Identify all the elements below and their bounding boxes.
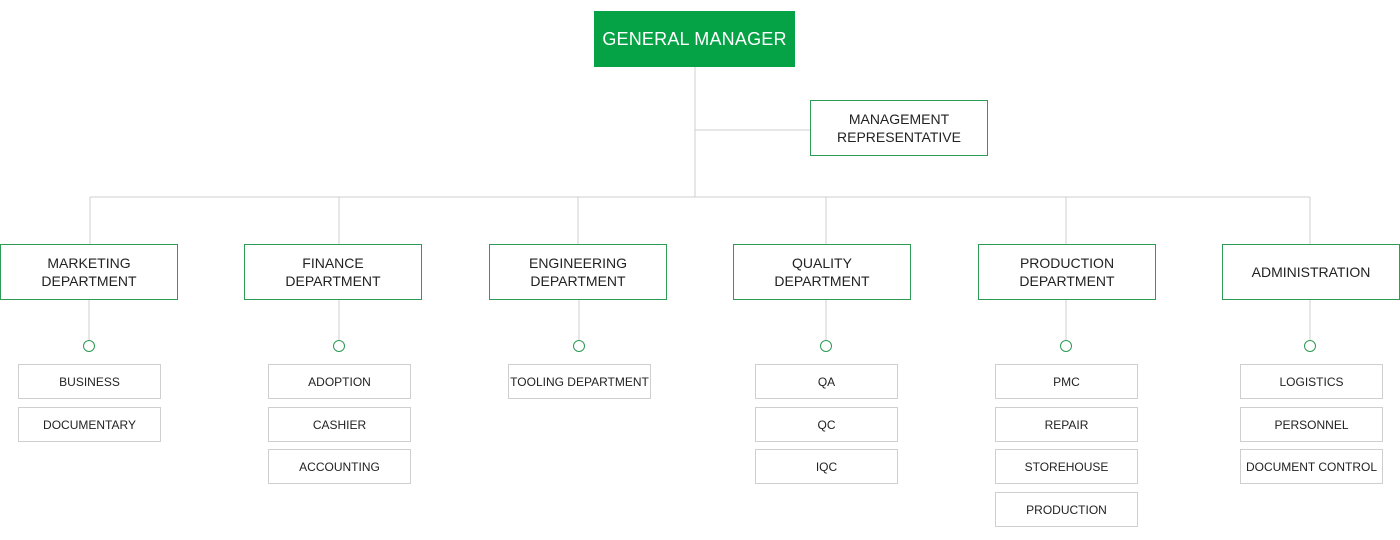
subunit-box: PERSONNEL (1240, 407, 1383, 442)
management-representative-label-line1: MANAGEMENT (848, 111, 950, 127)
subunit-box: DOCUMENTARY (18, 407, 161, 442)
subunit-label: PRODUCTION (1026, 502, 1107, 517)
department-label-line1: PRODUCTION (1019, 255, 1115, 271)
department-label-line1: FINANCE (302, 255, 364, 271)
department-node-quality: QUALITY DEPARTMENT (733, 244, 911, 300)
subunit-box: IQC (755, 449, 898, 484)
general-manager-label: GENERAL MANAGER (602, 28, 787, 49)
department-node-finance: FINANCE DEPARTMENT (244, 244, 422, 300)
subunit-label: ADOPTION (308, 374, 371, 389)
management-representative-node: MANAGEMENT REPRESENTATIVE (810, 100, 988, 156)
subunit-label: REPAIR (1044, 417, 1089, 432)
subunit-label: PERSONNEL (1274, 417, 1349, 432)
subunit-label: CASHIER (312, 417, 367, 432)
department-label-line1: ADMINISTRATION (1251, 264, 1371, 280)
connector-node-circle (83, 340, 95, 352)
department-node-engineering: ENGINEERING DEPARTMENT (489, 244, 667, 300)
department-label-line2: DEPARTMENT (530, 273, 626, 289)
subunit-box: TOOLING DEPARTMENT (508, 364, 651, 399)
subunit-label: BUSINESS (59, 374, 120, 389)
subunit-box: ACCOUNTING (268, 449, 411, 484)
subunit-box: ADOPTION (268, 364, 411, 399)
department-node-production: PRODUCTION DEPARTMENT (978, 244, 1156, 300)
department-node-administration: ADMINISTRATION (1222, 244, 1400, 300)
department-label-line1: QUALITY (792, 255, 852, 271)
subunit-label: QC (817, 417, 836, 432)
subunit-label: ACCOUNTING (299, 459, 380, 474)
connector-node-circle (333, 340, 345, 352)
subunit-label: DOCUMENTARY (43, 417, 136, 432)
department-label-line2: DEPARTMENT (41, 273, 137, 289)
management-representative-label-line2: REPRESENTATIVE (837, 129, 961, 145)
subunit-label: TOOLING DEPARTMENT (510, 374, 649, 389)
subunit-box: STOREHOUSE (995, 449, 1138, 484)
subunit-box: REPAIR (995, 407, 1138, 442)
subunit-box: CASHIER (268, 407, 411, 442)
department-label-line1: ENGINEERING (528, 255, 627, 271)
subunit-box: LOGISTICS (1240, 364, 1383, 399)
connector-node-circle (573, 340, 585, 352)
subunit-label: QA (817, 374, 836, 389)
subunit-label: DOCUMENT CONTROL (1245, 459, 1378, 474)
subunit-box: DOCUMENT CONTROL (1240, 449, 1383, 484)
department-label-line2: DEPARTMENT (1019, 273, 1115, 289)
subunit-label: STOREHOUSE (1024, 459, 1109, 474)
subunit-box: BUSINESS (18, 364, 161, 399)
subunit-box: PRODUCTION (995, 492, 1138, 527)
subunit-label: IQC (815, 459, 838, 474)
general-manager-node: GENERAL MANAGER (594, 11, 795, 67)
department-node-marketing: MARKETING DEPARTMENT (0, 244, 178, 300)
subunit-box: PMC (995, 364, 1138, 399)
subunit-label: PMC (1053, 374, 1080, 389)
subunit-label: LOGISTICS (1279, 374, 1344, 389)
connector-node-circle (1060, 340, 1072, 352)
department-label-line2: DEPARTMENT (285, 273, 381, 289)
connector-node-circle (820, 340, 832, 352)
connector-node-circle (1304, 340, 1316, 352)
department-label-line2: DEPARTMENT (774, 273, 870, 289)
department-label-line1: MARKETING (47, 255, 131, 271)
subunit-box: QC (755, 407, 898, 442)
subunit-box: QA (755, 364, 898, 399)
